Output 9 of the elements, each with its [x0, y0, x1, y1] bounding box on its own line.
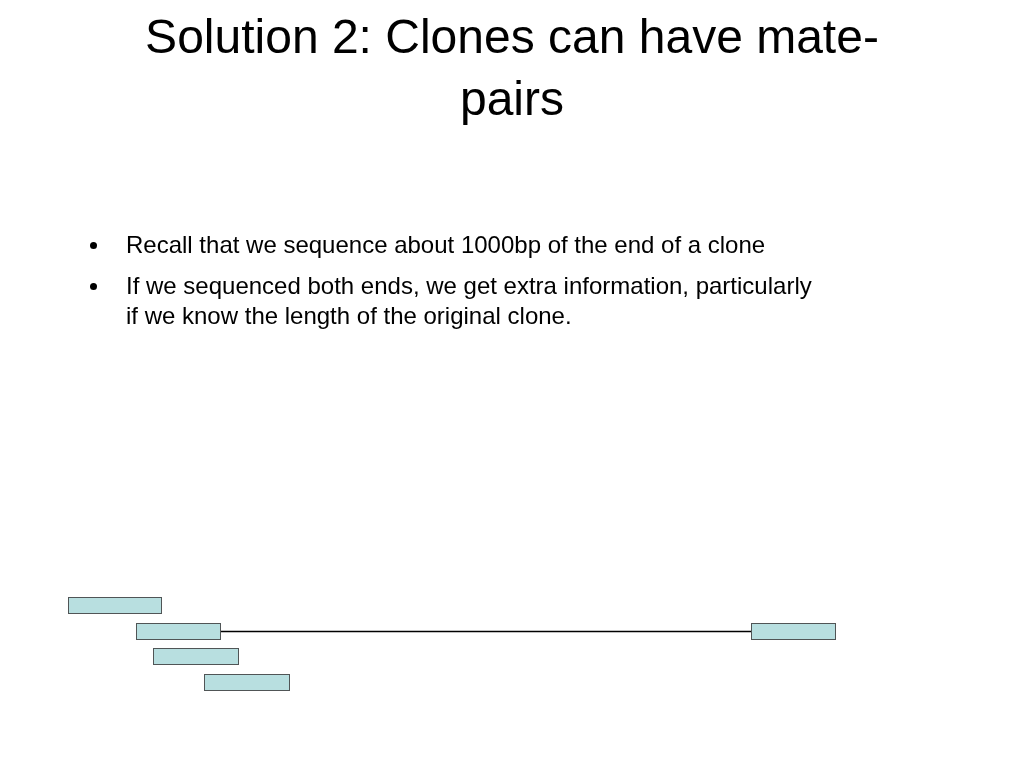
slide-title: Solution 2: Clones can have mate-pairs: [144, 9, 880, 127]
connector-line: [220, 630, 752, 633]
bullet-text: Recall that we sequence about 1000bp of the end of a clone: [126, 231, 766, 258]
bullet-text: If we sequenced both ends, we get extra information, particularly if we know the length of the original clone.: [126, 272, 812, 329]
clone-bar: [136, 623, 221, 640]
clone-bar: [68, 597, 162, 614]
clone-bar: [204, 674, 290, 691]
clone-bar: [153, 648, 239, 665]
clone-bar: [751, 623, 836, 640]
